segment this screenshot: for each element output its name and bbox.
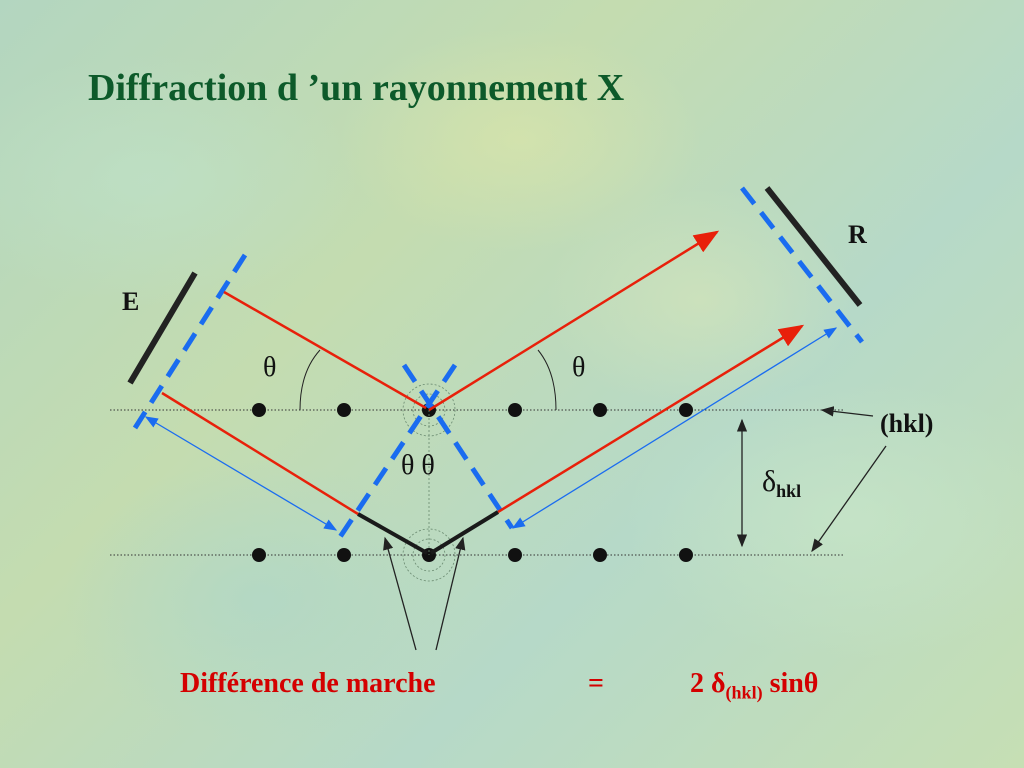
plane-label: (hkl) [880,409,933,438]
plane-pointer-lower [811,445,887,553]
incident-ray-upper [223,290,427,410]
atom [593,548,607,562]
path-difference [357,510,500,555]
emitter-label: E [122,287,139,316]
atom [508,403,522,417]
receiver-bar [764,186,863,307]
slide-title: Diffraction d ’un rayonnement X [88,67,625,109]
rays [161,230,805,516]
reflected-ray-lower [497,324,805,514]
center-wavefront-left [335,363,458,542]
incident-wavefront [132,253,248,430]
theta-arc-right [537,349,557,411]
atom [679,548,693,562]
receiver-label: R [848,220,867,249]
equals-sign: = [588,668,604,699]
reflected-ray-upper [428,230,720,412]
bragg-formula: 2 δ(hkl) sinθ [690,668,819,703]
theta-pair-label: θ θ [401,450,435,481]
theta-arc-left [299,349,321,411]
theta-label-right: θ [572,352,585,383]
path-difference-in [357,512,428,555]
spacing-label: δhkl [762,465,801,501]
path-difference-label: Différence de marche [180,668,436,699]
path-difference-out [429,510,500,555]
path-pointer-left [383,536,417,651]
atom [252,548,266,562]
wavefronts [132,186,864,542]
emitter-bar [127,271,198,385]
path-pointer-right [435,536,466,651]
atom [252,403,266,417]
upper-atoms [252,403,693,417]
reflected-wavefront [740,186,864,344]
reflected-distance-arrow [511,327,838,529]
atom [679,403,693,417]
theta-label-left: θ [263,352,276,383]
plane-pointer-upper [820,406,874,417]
atom [508,548,522,562]
atom [593,403,607,417]
atom [337,548,351,562]
scattering-circles [402,383,456,582]
center-wavefront-right [401,363,515,530]
incident-distance-arrow [144,416,338,531]
lower-atoms [252,548,693,562]
atom [337,403,351,417]
